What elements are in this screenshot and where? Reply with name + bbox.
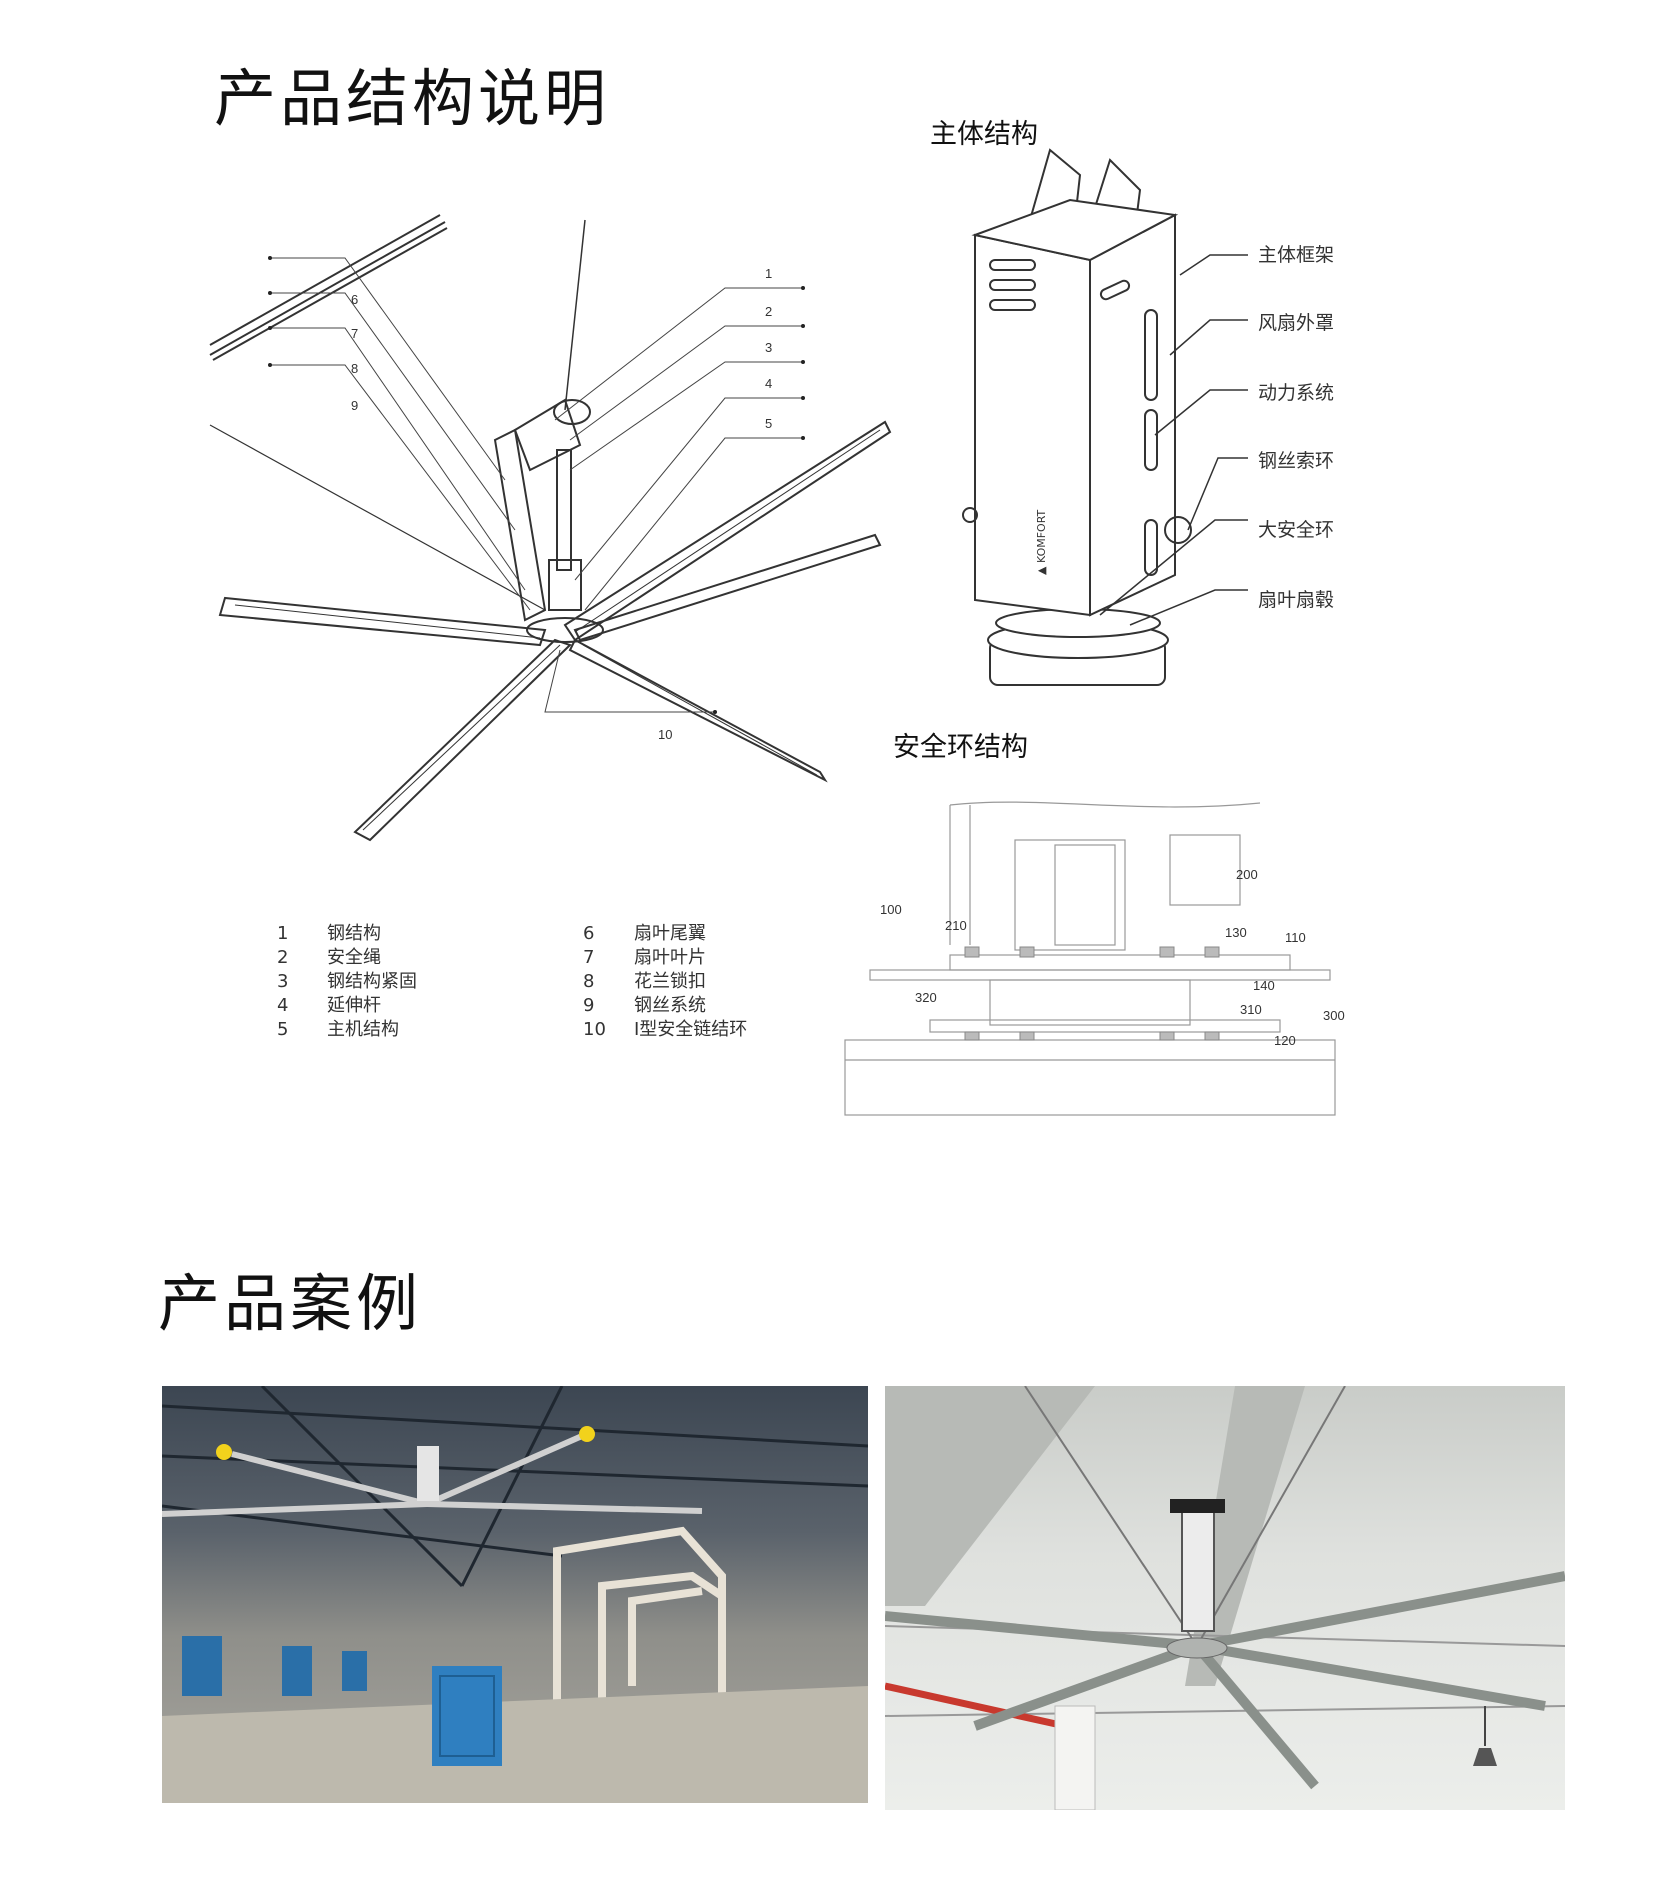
legend-text: I型安全链结环: [634, 1019, 748, 1040]
ring-num-200: 200: [1236, 867, 1258, 882]
safety-ring-diagram: [844, 801, 1336, 1116]
section-title-structure: 产品结构说明: [214, 62, 611, 135]
case-photo-factory: [162, 1386, 868, 1803]
factory-scene: [162, 1386, 868, 1803]
legend-num: 7: [583, 947, 595, 968]
legend-num: 8: [583, 971, 595, 992]
ceiling-scene: [885, 1386, 1565, 1810]
callout-7: 7: [351, 326, 359, 341]
ring-num-210: 210: [945, 918, 967, 933]
ring-num-320: 320: [915, 990, 937, 1005]
callout-1: 1: [765, 266, 773, 281]
legend-text: 延伸杆: [327, 995, 381, 1016]
legend-num: 4: [277, 995, 289, 1016]
legend-text: 安全绳: [327, 947, 381, 968]
callout-10: 10: [658, 727, 673, 742]
fan-exploded-diagram: [209, 214, 892, 842]
label-blade-hub: 扇叶扇毂: [1258, 589, 1335, 611]
legend-text: 钢结构: [327, 923, 381, 944]
legend-text: 花兰锁扣: [634, 971, 706, 992]
main-body-diagram: ▲ KOMFORT: [962, 148, 1248, 686]
callout-2: 2: [765, 304, 773, 319]
label-fan-cover: 风扇外罩: [1258, 312, 1335, 334]
legend-num: 3: [277, 971, 289, 992]
callout-3: 3: [765, 340, 773, 355]
legend-text: 扇叶叶片: [634, 947, 706, 968]
ring-num-140: 140: [1253, 978, 1275, 993]
section-title-cases: 产品案例: [158, 1267, 423, 1340]
svg-text:▲ KOMFORT: ▲ KOMFORT: [1035, 509, 1048, 575]
legend-num: 1: [277, 923, 289, 944]
callout-5: 5: [765, 416, 773, 431]
main-body-heading: 主体结构: [930, 119, 1038, 150]
callout-4: 4: [765, 376, 773, 391]
legend-right-numbers: 6 7 8 9 10: [583, 922, 606, 1042]
legend-num: 9: [583, 995, 595, 1016]
legend-num: 6: [583, 923, 595, 944]
callout-9: 9: [351, 398, 359, 413]
legend-text: 钢结构紧固: [327, 971, 417, 992]
label-safety-ring: 大安全环: [1258, 519, 1335, 541]
callout-8: 8: [351, 361, 359, 376]
legend-left-texts: 钢结构 安全绳 钢结构紧固 延伸杆 主机结构: [327, 922, 417, 1042]
legend-text: 扇叶尾翼: [634, 923, 706, 944]
case-photo-ceiling-fan: [885, 1386, 1565, 1810]
legend-num: 5: [277, 1019, 289, 1040]
legend-left-numbers: 1 2 3 4 5: [277, 922, 417, 1042]
ring-num-130: 130: [1225, 925, 1247, 940]
label-wire-ring: 钢丝索环: [1258, 450, 1335, 472]
ring-num-110: 110: [1285, 930, 1306, 945]
legend-num: 2: [277, 947, 289, 968]
ring-num-120: 120: [1274, 1033, 1296, 1048]
legend-right-texts: 扇叶尾翼 扇叶叶片 花兰锁扣 钢丝系统 I型安全链结环: [634, 922, 747, 1042]
ring-num-100: 100: [880, 902, 902, 917]
legend-text: 主机结构: [327, 1019, 399, 1040]
legend-num: 10: [583, 1019, 606, 1040]
ring-num-300: 300: [1323, 1008, 1345, 1023]
safety-ring-heading: 安全环结构: [893, 732, 1028, 763]
legend-text: 钢丝系统: [634, 995, 706, 1016]
label-power-system: 动力系统: [1258, 382, 1335, 404]
ring-num-310: 310: [1240, 1002, 1262, 1017]
label-main-frame: 主体框架: [1258, 244, 1335, 266]
callout-6: 6: [351, 292, 359, 307]
